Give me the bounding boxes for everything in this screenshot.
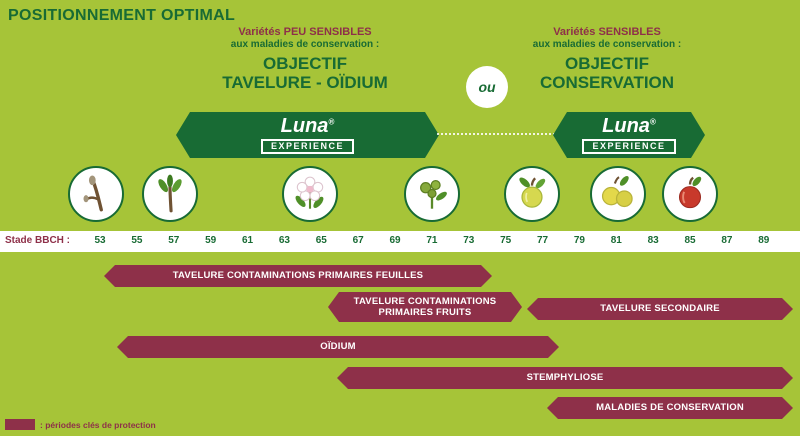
legend-swatch <box>5 419 35 430</box>
right-objective-target: CONSERVATION <box>539 73 675 93</box>
right-variety-line1: Variétés SENSIBLES <box>553 26 661 38</box>
bar-label: MALADIES DE CONSERVATION <box>596 402 744 414</box>
bar-label: TAVELURE SECONDAIRE <box>600 303 720 315</box>
fruit-set-icon <box>420 180 447 209</box>
bbch-value: 75 <box>500 235 512 246</box>
dormant-bud-icon <box>83 175 103 212</box>
left-variety-line1: Variétés PEU SENSIBLES <box>238 26 372 38</box>
bar-label-line2: PRIMAIRES FRUITS <box>378 307 472 318</box>
bbch-value: 89 <box>758 235 770 246</box>
bbch-value: 63 <box>278 235 290 246</box>
bbch-value: 53 <box>94 235 106 246</box>
bbch-value: 71 <box>426 235 438 246</box>
luna-banner-left: Luna® EXPERIENCE <box>176 112 439 158</box>
luna-experience-label: EXPERIENCE <box>261 139 354 155</box>
bar-tavelure-contaminations-primaires-fruits: TAVELURE CONTAMINATIONS PRIMAIRES FRUITS <box>328 292 522 322</box>
luna-logo: Luna® <box>281 116 335 136</box>
bbch-value: 87 <box>721 235 733 246</box>
bar-tavelure-secondaire: TAVELURE SECONDAIRE <box>527 298 793 320</box>
bar-oidium: OÏDIUM <box>117 336 559 358</box>
bbch-scale-values: 53 55 57 59 61 63 65 67 69 71 73 75 77 7… <box>90 235 774 246</box>
legend: : périodes clés de protection <box>5 419 156 430</box>
ripe-apple-icon <box>678 176 702 209</box>
young-fruit-icon <box>519 177 546 208</box>
bbch-value: 85 <box>684 235 696 246</box>
luna-registered-mark: ® <box>649 116 656 126</box>
bar-label: STEMPHYLIOSE <box>526 372 604 384</box>
luna-registered-mark: ® <box>328 116 335 126</box>
bar-label-line1: TAVELURE CONTAMINATIONS <box>353 295 497 307</box>
stage-circle-bbch-65 <box>282 166 338 222</box>
right-variety-line2: aux maladies de conservation : <box>532 38 682 50</box>
bbch-value: 83 <box>647 235 659 246</box>
bbch-value: 59 <box>205 235 217 246</box>
stage-circle-bbch-57 <box>142 166 198 222</box>
stage-circle-bbch-53 <box>68 166 124 222</box>
green-tip-leaves-icon <box>158 174 182 213</box>
bbch-scale-band: Stade BBCH : 53 55 57 59 61 63 65 67 69 … <box>0 231 800 252</box>
stage-circle-bbch-85 <box>662 166 718 222</box>
luna-banner-right: Luna® EXPERIENCE <box>553 112 705 158</box>
stage-circle-bbch-71 <box>404 166 460 222</box>
ou-separator: ou <box>466 66 508 108</box>
blossom-icon <box>295 176 324 209</box>
bar-label: TAVELURE CONTAMINATIONS PRIMAIRES FEUILL… <box>172 270 424 282</box>
luna-logo: Luna® <box>602 116 656 136</box>
left-objective-word: OBJECTIF <box>262 54 348 74</box>
bbch-value: 55 <box>131 235 143 246</box>
bbch-value: 61 <box>241 235 254 246</box>
stage-circle-bbch-77 <box>504 166 560 222</box>
luna-brand-text: Luna <box>280 114 329 137</box>
right-objective-block: Variétés SENSIBLES aux maladies de conse… <box>497 26 717 92</box>
left-objective-title: OBJECTIF TAVELURE - OÏDIUM <box>190 54 420 92</box>
luna-experience-label: EXPERIENCE <box>582 139 675 155</box>
luna-brand-text: Luna <box>602 114 650 137</box>
bbch-scale-label: Stade BBCH : <box>5 235 71 246</box>
bbch-value: 69 <box>389 235 401 246</box>
banner-dotted-connector <box>437 133 555 135</box>
ripening-fruits-icon <box>601 175 633 208</box>
bbch-value: 57 <box>168 235 180 246</box>
bbch-value: 81 <box>610 235 622 246</box>
bbch-value: 65 <box>315 235 327 246</box>
left-objective-block: Variétés PEU SENSIBLES aux maladies de c… <box>190 26 420 92</box>
stage-circle-bbch-81 <box>590 166 646 222</box>
left-variety-line2: aux maladies de conservation : <box>230 38 380 50</box>
page-title: POSITIONNEMENT OPTIMAL <box>8 7 236 24</box>
bbch-value: 73 <box>463 235 475 246</box>
left-objective-target: TAVELURE - OÏDIUM <box>222 73 388 93</box>
bar-stemphyliose: STEMPHYLIOSE <box>337 367 793 389</box>
bbch-value: 67 <box>352 235 364 246</box>
bar-label: OÏDIUM <box>320 341 356 353</box>
bar-maladies-de-conservation: MALADIES DE CONSERVATION <box>547 397 793 419</box>
legend-text: : périodes clés de protection <box>40 419 156 430</box>
bbch-value: 79 <box>573 235 585 246</box>
right-objective-word: OBJECTIF <box>564 54 650 74</box>
right-objective-title: OBJECTIF CONSERVATION <box>497 54 717 92</box>
bbch-value: 77 <box>536 235 549 246</box>
bar-tavelure-contaminations-primaires-feuilles: TAVELURE CONTAMINATIONS PRIMAIRES FEUILL… <box>104 265 492 287</box>
